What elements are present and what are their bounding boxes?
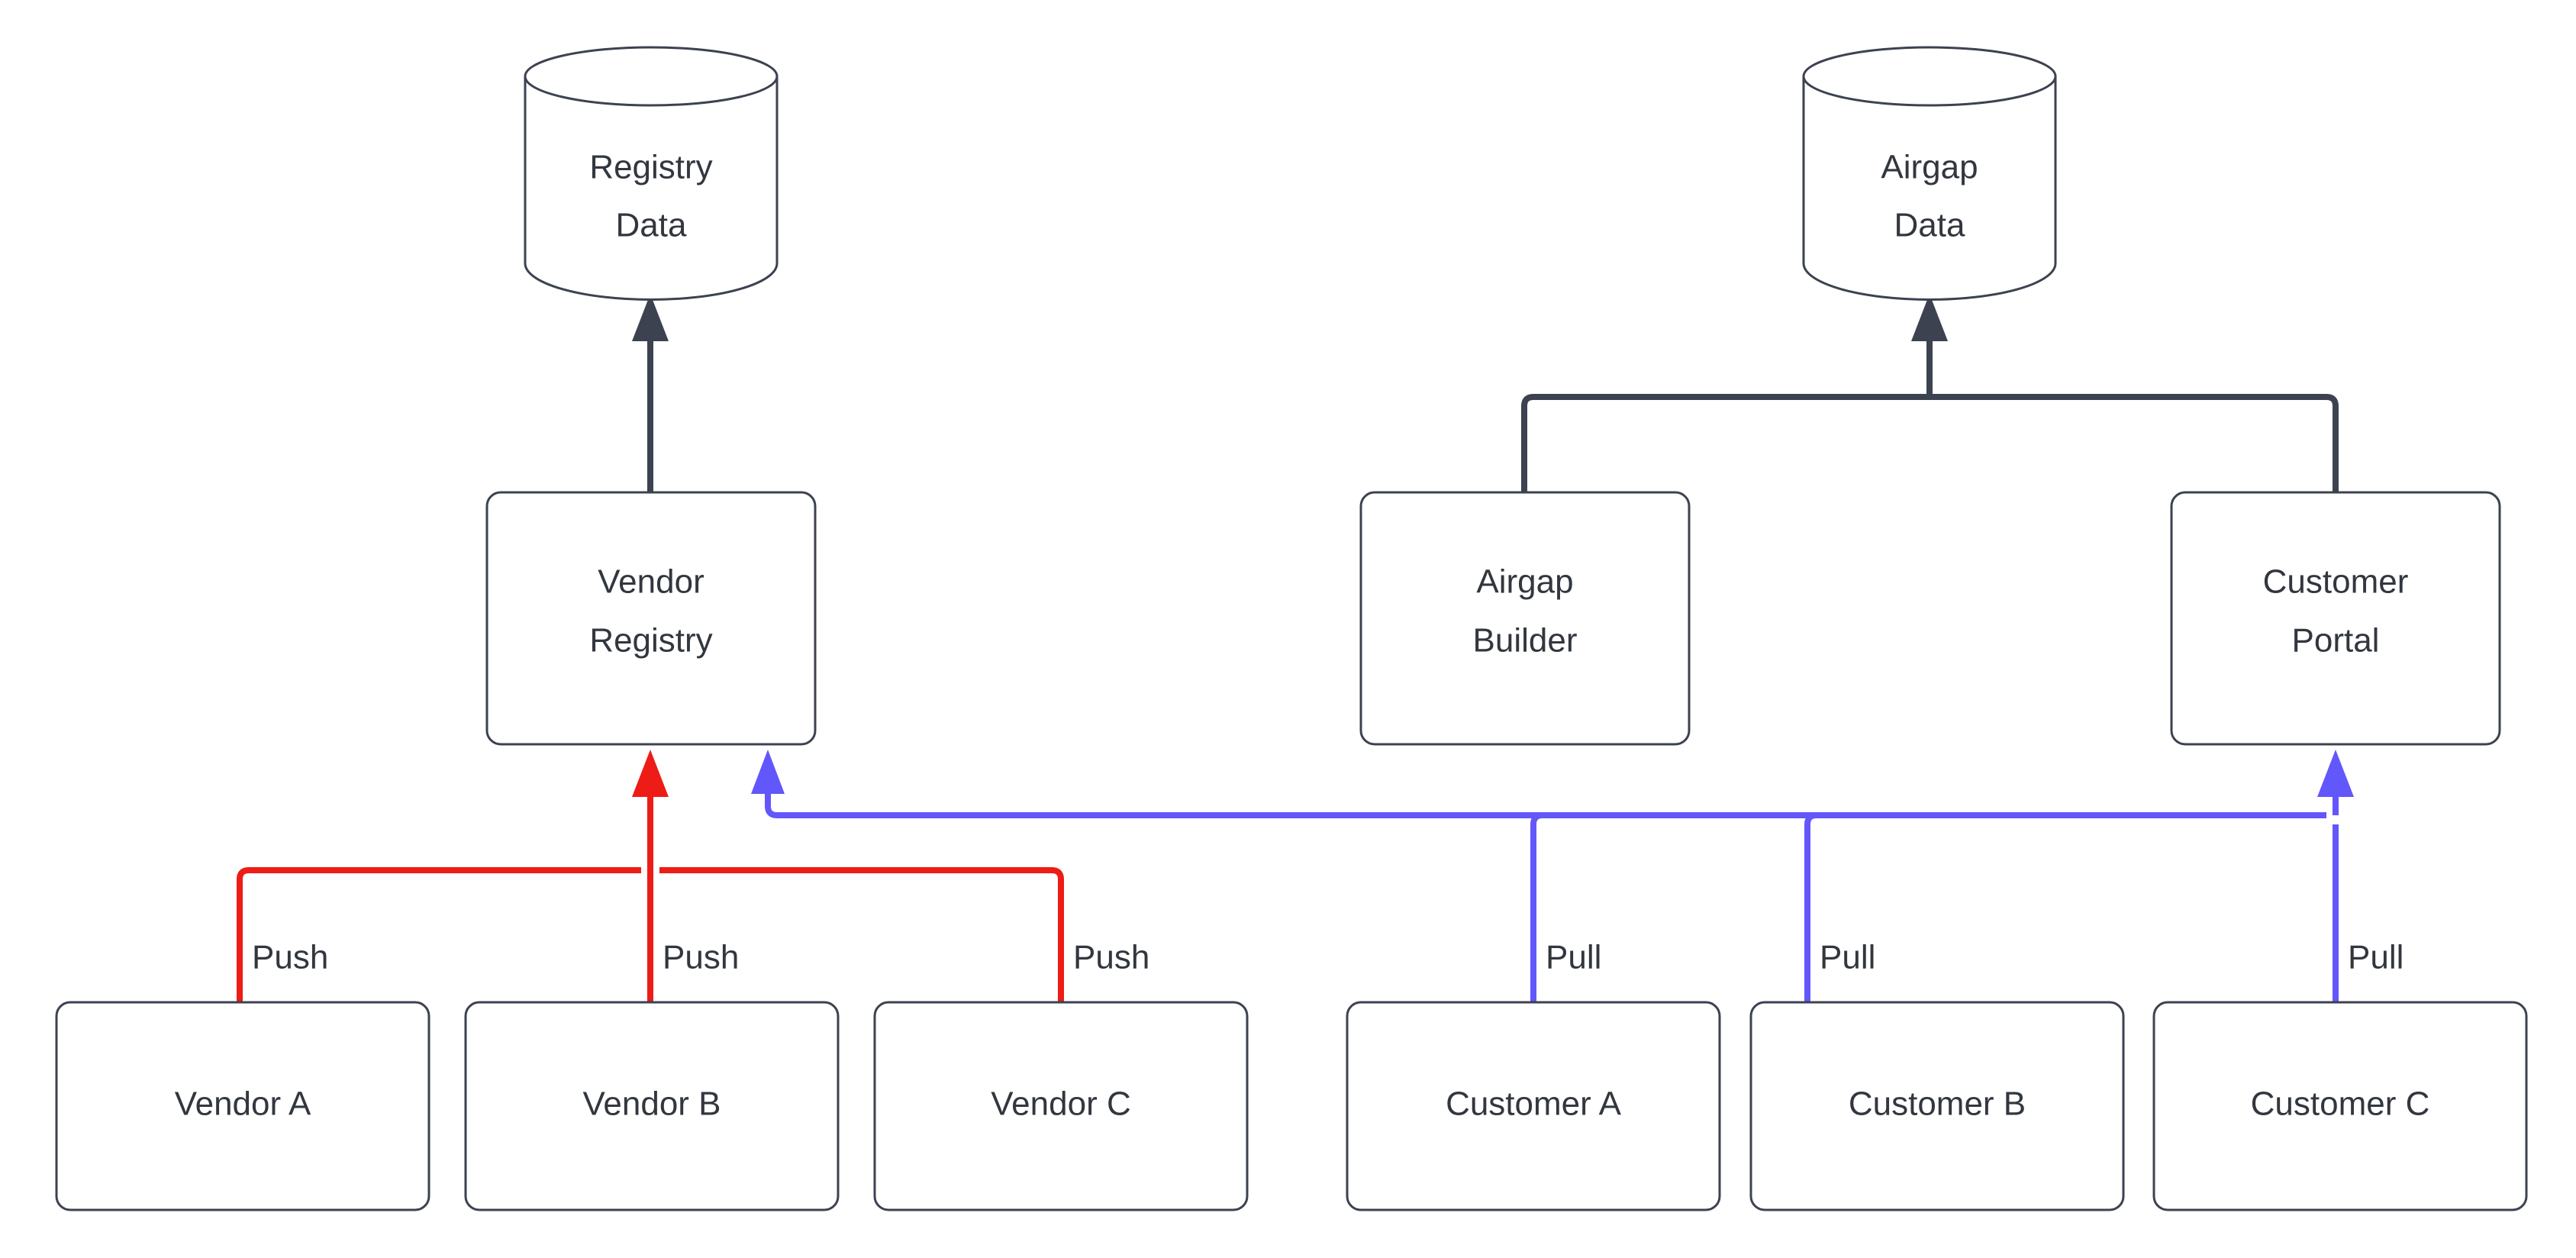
node-customer-c[interactable]: Customer C (2152, 1001, 2528, 1211)
airgap-data-label-line1: Airgap (1881, 149, 1978, 186)
customer-portal-label-line1: Customer (2263, 563, 2409, 601)
vendor-registry-label-line2: Registry (589, 622, 712, 660)
edge-label-vendor-a-push: Push (252, 939, 328, 976)
node-vendor-b[interactable]: Vendor B (464, 1001, 840, 1211)
customer-c-label: Customer C (2251, 1085, 2430, 1123)
registry-data-label-line1: Registry (589, 149, 712, 186)
node-airgap-builder[interactable]: Airgap Builder (1359, 491, 1691, 746)
customer-a-label: Customer A (1446, 1085, 1622, 1123)
airgap-builder-label-line1: Airgap (1476, 563, 1573, 601)
node-vendor-a[interactable]: Vendor A (55, 1001, 430, 1211)
customer-b-label: Customer B (1849, 1085, 2026, 1123)
vendor-b-label: Vendor B (582, 1085, 721, 1123)
edge-label-vendor-c-push: Push (1073, 939, 1149, 976)
link-pull-bus-to-vendor-registry (751, 750, 2326, 818)
edge-label-vendor-b-push: Push (663, 939, 739, 976)
node-registry-data[interactable]: Registry Data (524, 46, 779, 301)
link-vendor-c-push (659, 867, 1064, 1002)
node-customer-b[interactable]: Customer B (1749, 1001, 2125, 1211)
node-vendor-c[interactable]: Vendor C (873, 1001, 1249, 1211)
node-customer-portal[interactable]: Customer Portal (2170, 491, 2501, 746)
vendor-c-label: Vendor C (991, 1085, 1130, 1123)
link-airgap-builder-to-airgap-data (1521, 394, 1930, 492)
link-push-bus-to-vendor-registry (632, 750, 669, 870)
link-customer-a-pull (1530, 812, 2326, 1002)
edge-label-customer-b-pull: Pull (1820, 939, 1875, 976)
link-vendor-registry-to-registry-data (632, 294, 669, 492)
edge-label-customer-a-pull: Pull (1546, 939, 1601, 976)
node-customer-a[interactable]: Customer A (1346, 1001, 1721, 1211)
link-vendor-a-push (237, 867, 641, 1002)
link-customer-portal-to-airgap-data (1930, 394, 2339, 492)
airgap-builder-label-line2: Builder (1473, 622, 1578, 660)
link-customer-b-pull (1804, 812, 2326, 1002)
edge-label-customer-c-pull: Pull (2348, 939, 2404, 976)
vendor-a-label: Vendor A (175, 1085, 311, 1123)
link-airgap-bus-to-airgap-data (1911, 294, 1948, 397)
airgap-data-label-line2: Data (1894, 207, 1965, 244)
registry-data-label-line2: Data (616, 207, 687, 244)
node-airgap-data[interactable]: Airgap Data (1802, 46, 2057, 301)
customer-portal-label-line2: Portal (2292, 622, 2380, 660)
node-vendor-registry[interactable]: Vendor Registry (485, 491, 817, 746)
vendor-registry-label-line1: Vendor (598, 563, 704, 601)
link-pull-bus-to-customer-portal (2317, 750, 2354, 815)
